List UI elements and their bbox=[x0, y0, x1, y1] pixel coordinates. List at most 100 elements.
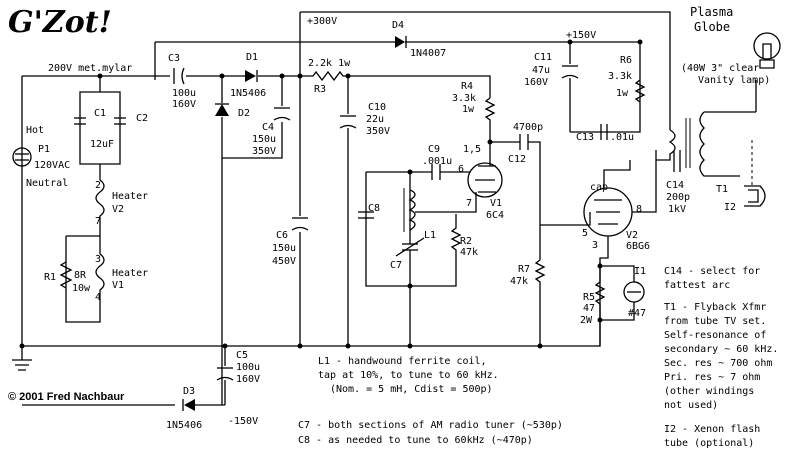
rail-300v-label: +300V bbox=[307, 16, 337, 27]
c4-value-2: 350V bbox=[252, 146, 276, 157]
junction-dot bbox=[597, 317, 603, 323]
r4-value-1: 3.3k bbox=[452, 93, 476, 104]
r4-label: R4 bbox=[461, 81, 473, 92]
r3-label: R3 bbox=[314, 84, 326, 95]
plasma-globe-label-2: Globe bbox=[694, 20, 730, 34]
ground-symbol bbox=[12, 346, 32, 371]
note-t1-2: from tube TV set. bbox=[664, 316, 766, 327]
c5-label: C5 bbox=[236, 350, 248, 361]
note-l1-3: (Nom. = 5 mH, Cdist = 500p) bbox=[330, 384, 493, 395]
d3-label: D3 bbox=[183, 386, 195, 397]
r7-resistor bbox=[534, 259, 546, 346]
d4-value: 1N4007 bbox=[410, 48, 446, 59]
c10-value-2: 350V bbox=[366, 126, 390, 137]
neutral-label: Neutral bbox=[26, 178, 68, 189]
r7-label: R7 bbox=[518, 264, 530, 275]
note-t1-5: Sec. res ~ 700 ohm bbox=[664, 358, 772, 369]
i1-value: #47 bbox=[628, 308, 646, 319]
c4-wire bbox=[222, 76, 283, 159]
c11-value-1: 47u bbox=[532, 65, 550, 76]
rail-150v-label: +150V bbox=[566, 30, 596, 41]
hot-label: Hot bbox=[26, 125, 44, 136]
heater-v2 bbox=[95, 179, 105, 236]
v2-screen bbox=[632, 150, 657, 213]
v2-type: 6BG6 bbox=[626, 241, 650, 252]
v1-label: V1 bbox=[490, 198, 502, 209]
junction-dot bbox=[279, 73, 285, 79]
r4-value-2: 1w bbox=[462, 104, 475, 115]
r3-value: 2.2k 1w bbox=[308, 58, 351, 69]
d1-value: 1N5406 bbox=[230, 88, 266, 99]
c6-plate-b bbox=[291, 226, 309, 231]
l1-label: L1 bbox=[424, 230, 436, 241]
t1-label: T1 bbox=[716, 184, 728, 195]
p1-value: 120VAC bbox=[34, 160, 70, 171]
r3-wire bbox=[300, 70, 491, 98]
c3-value-2: 160V bbox=[172, 99, 196, 110]
r6-value-2: 1w bbox=[616, 88, 629, 99]
d1-label: D1 bbox=[246, 52, 258, 63]
lamp-desc-1: (40W 3" clear bbox=[681, 63, 759, 74]
lamp-bulb bbox=[753, 32, 781, 60]
heater-v1-pin3: 3 bbox=[95, 254, 101, 265]
junction-dot bbox=[297, 73, 303, 79]
rail-neg150-label: -150V bbox=[228, 416, 258, 427]
junction-dot bbox=[567, 39, 573, 45]
r1-value-2: 10w bbox=[72, 283, 91, 294]
copyright: © 2001 Fred Nachbaur bbox=[8, 391, 125, 403]
c4-plate-b bbox=[273, 116, 291, 121]
c10-plate-b bbox=[339, 124, 357, 129]
r1-resistor bbox=[59, 261, 73, 289]
c1-label: C1 bbox=[94, 108, 106, 119]
heater-v2-pin2: 2 bbox=[95, 180, 101, 191]
c1c2-frame bbox=[79, 76, 121, 180]
r5-resistor bbox=[594, 262, 635, 321]
c11-value-2: 160V bbox=[524, 77, 548, 88]
lamp-desc-2: Vanity lamp) bbox=[698, 75, 770, 86]
junction-dot bbox=[407, 343, 413, 349]
v1-pin-7: 7 bbox=[466, 198, 472, 209]
rail-300v bbox=[300, 11, 671, 130]
t1-secondary bbox=[699, 111, 756, 177]
c6-label: C6 bbox=[276, 230, 288, 241]
v2-cap-label: cap bbox=[590, 182, 608, 193]
i2-flash-tube bbox=[744, 185, 766, 207]
note-c14-2: fattest arc bbox=[664, 280, 730, 291]
note-t1-8: not used) bbox=[664, 400, 718, 411]
junction-dot bbox=[222, 343, 228, 349]
v1-pin-6: 6 bbox=[458, 164, 464, 175]
r5-value-1: 47 bbox=[583, 303, 595, 314]
heater-v1-label-2: V1 bbox=[112, 280, 124, 291]
p1-plug bbox=[12, 147, 32, 167]
c6-value-1: 150u bbox=[272, 243, 296, 254]
c13-value: .01u bbox=[610, 132, 634, 143]
r2-label: R2 bbox=[460, 236, 472, 247]
note-l1-1: L1 - handwound ferrite coil, bbox=[318, 356, 487, 367]
c10-value-1: 22u bbox=[366, 114, 384, 125]
c11-plate-b bbox=[561, 74, 579, 79]
d4-line bbox=[154, 41, 640, 80]
r6-label: R6 bbox=[620, 55, 632, 66]
i1-label: I1 bbox=[634, 266, 646, 277]
note-c8: C8 - as needed to tune to 60kHz (~470p) bbox=[298, 435, 533, 446]
c12-label: C12 bbox=[508, 154, 526, 165]
note-i2-1: I2 - Xenon flash bbox=[664, 424, 760, 435]
d3-diode bbox=[184, 399, 195, 411]
note-t1-1: T1 - Flyback Xfmr bbox=[664, 302, 766, 313]
c11-wire bbox=[569, 42, 641, 133]
note-t1-4: secondary ~ 60 kHz. bbox=[664, 344, 778, 355]
junction-dot bbox=[345, 343, 351, 349]
r5-value-2: 2W bbox=[580, 315, 593, 326]
r2-value: 47k bbox=[460, 247, 478, 258]
i2-label: I2 bbox=[724, 202, 736, 213]
tank-wire bbox=[365, 171, 470, 346]
c7-variable-arrow bbox=[395, 237, 425, 257]
c7-label: C7 bbox=[390, 260, 402, 271]
c11-label: C11 bbox=[534, 52, 552, 63]
v1-internal bbox=[475, 142, 496, 208]
junction-dot bbox=[637, 39, 643, 45]
junction-dot bbox=[297, 343, 303, 349]
c13-label: C13 bbox=[576, 132, 594, 143]
v1-pin-1-5: 1,5 bbox=[463, 144, 481, 155]
